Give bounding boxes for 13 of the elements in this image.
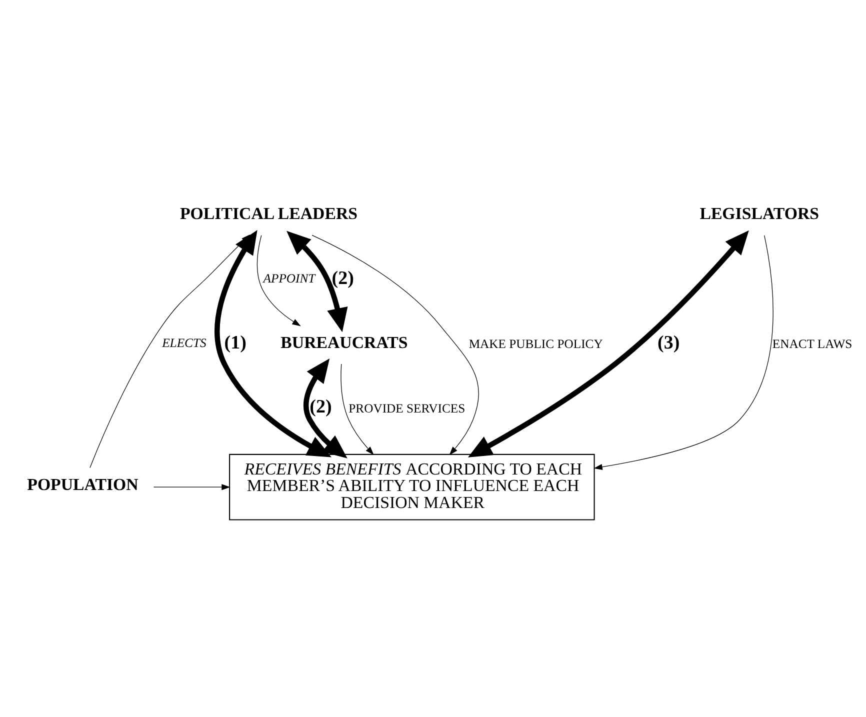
- node-text: POLITICAL LEADERS: [180, 204, 358, 224]
- edge-label: (2): [332, 268, 354, 290]
- edge-label: ENACT LAWS: [772, 337, 852, 352]
- edge-label: PROVIDE SERVICES: [348, 401, 466, 416]
- node-text: POPULATION: [27, 475, 138, 494]
- edge-label: APPOINT: [263, 272, 316, 286]
- edge-label: ELECTS: [162, 336, 206, 350]
- node-text: LEGISLATORS: [700, 204, 820, 224]
- edge-label: (1): [224, 332, 246, 354]
- node-text: BUREAUCRATS: [280, 332, 408, 352]
- edge-label: (3): [658, 332, 680, 354]
- edge-label: MAKE PUBLIC POLICY: [468, 337, 603, 352]
- edge-label: (2): [310, 396, 332, 418]
